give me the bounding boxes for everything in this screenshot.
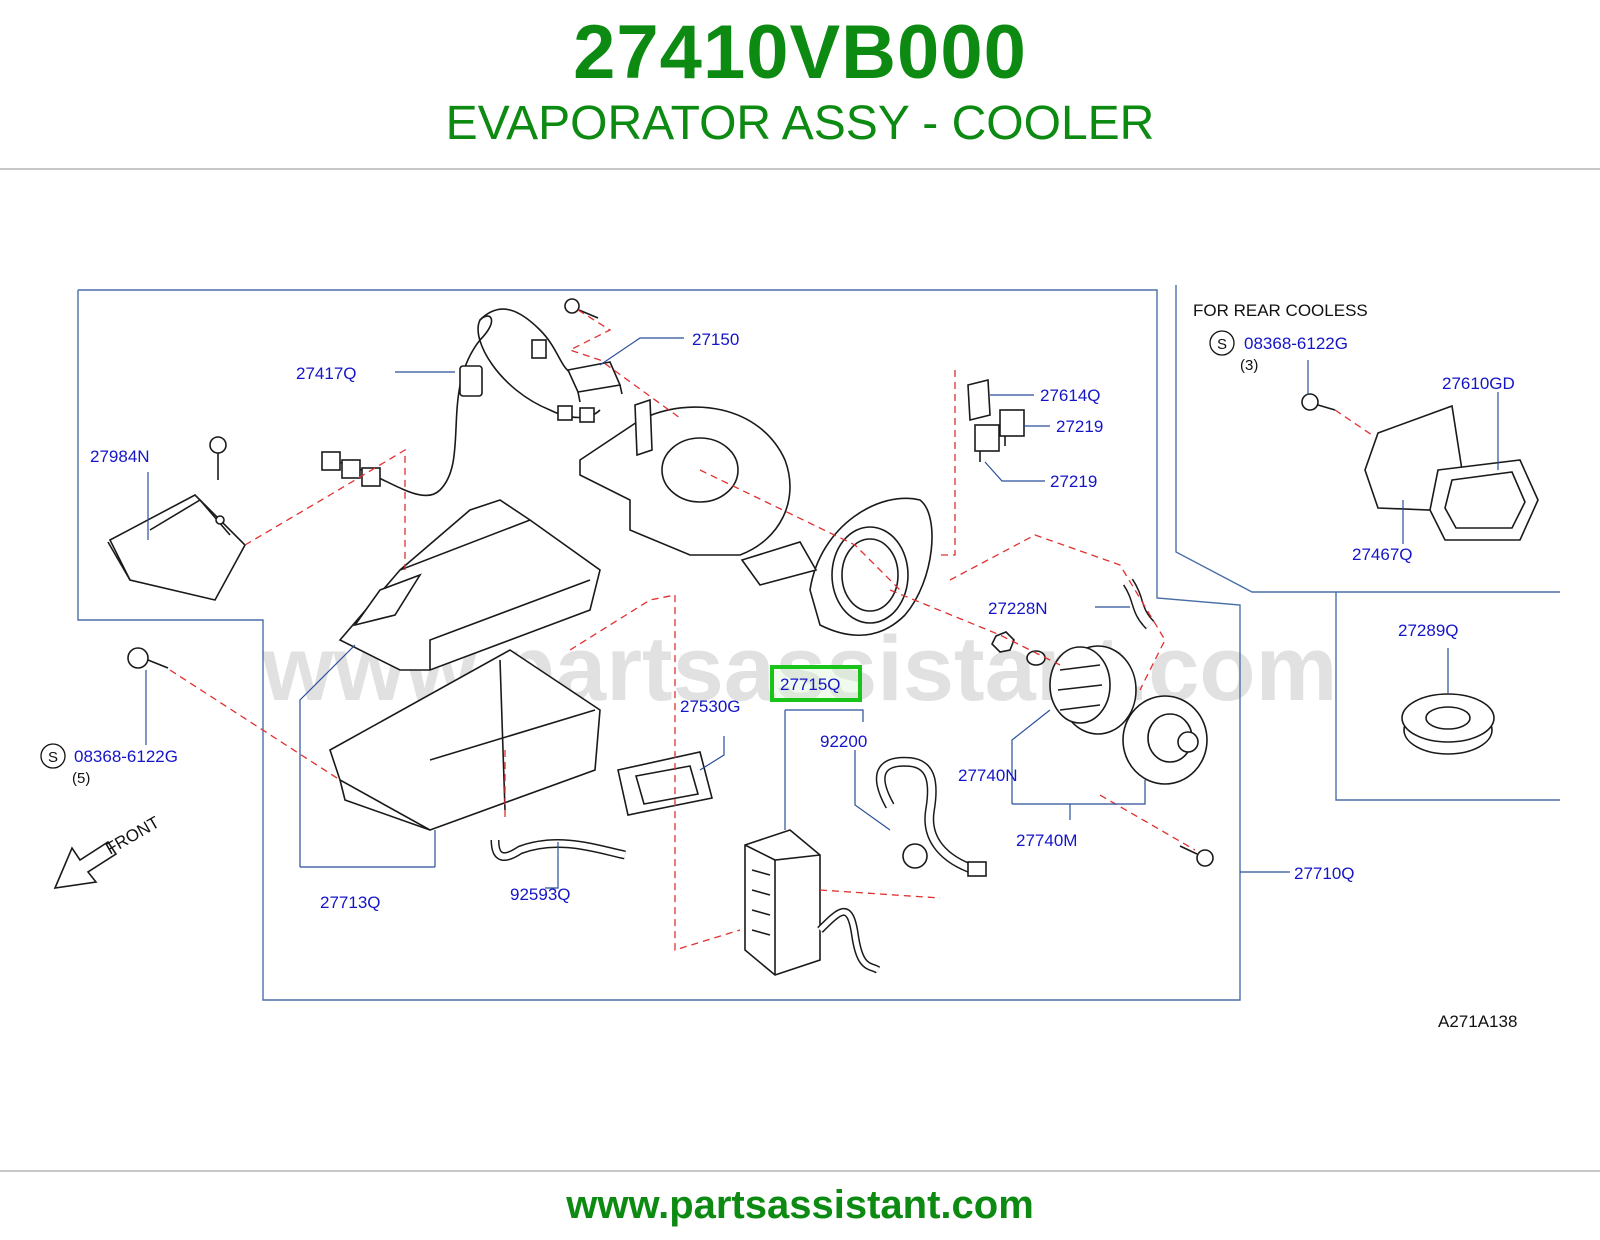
inset-title: FOR REAR COOLESS: [1193, 301, 1368, 320]
main-frame: [77, 289, 1241, 1001]
hose-part: [1122, 578, 1155, 630]
qty-inset: (3): [1240, 357, 1258, 374]
callout-27713q[interactable]: 27713Q: [320, 893, 381, 912]
nut-washer-part: [991, 631, 1046, 666]
header: 27410VB000 EVAPORATOR ASSY - COOLER: [0, 0, 1600, 168]
callout-27715q[interactable]: 27715Q: [780, 675, 841, 694]
screw-part: [209, 436, 227, 480]
figure-code: A271A138: [1438, 1012, 1517, 1031]
callout-27219-upper[interactable]: 27219: [1056, 417, 1103, 436]
top-screw-part: [564, 298, 599, 319]
fan-case-part: [740, 497, 933, 636]
callout-27150[interactable]: 27150: [692, 330, 739, 349]
callout-08368-left[interactable]: 08368-6122G: [74, 747, 178, 766]
highlight-box: [770, 665, 862, 702]
callout-27530g[interactable]: 27530G: [680, 697, 741, 716]
callouts: 27150 27417Q 27984N 27614Q 27219 27219 2…: [40, 301, 1517, 1031]
callout-27289q[interactable]: 27289Q: [1398, 621, 1459, 640]
plate-27530g-part: [617, 751, 713, 816]
blower-motor-part: [1122, 695, 1208, 785]
assembly-lines: [169, 309, 1373, 951]
s-marker-left: S: [48, 749, 58, 766]
leader-lines: [145, 337, 1499, 889]
front-arrow-icon: [53, 840, 118, 889]
seal-27610gd-part: [1429, 459, 1539, 541]
case-lower-part: [329, 649, 601, 831]
motor-screw-part: [1179, 845, 1214, 867]
part-title: EVAPORATOR ASSY - COOLER: [445, 97, 1155, 150]
callout-27610gd[interactable]: 27610GD: [1442, 374, 1515, 393]
drain-hose-part: [490, 839, 626, 861]
s-marker-inset-icon: [1209, 330, 1235, 356]
callout-27740m[interactable]: 27740M: [1016, 831, 1077, 850]
callout-27228n[interactable]: 27228N: [988, 599, 1048, 618]
callout-92200[interactable]: 92200: [820, 732, 867, 751]
callout-27614q[interactable]: 27614Q: [1040, 386, 1101, 405]
inset-frame-bottom: [1335, 592, 1560, 801]
callout-27740n[interactable]: 27740N: [958, 766, 1018, 785]
blower-housing-part: [579, 398, 791, 556]
s-marker-inset: S: [1217, 336, 1227, 353]
s-marker-icon: [40, 743, 66, 769]
inset-frame-top: [1175, 285, 1560, 593]
grommet-27289q-part: [1401, 693, 1495, 755]
relay-bracket-part: [967, 378, 1025, 462]
header-divider: [0, 168, 1600, 170]
callout-27417q[interactable]: 27417Q: [296, 364, 357, 383]
diagram-canvas: www.partsassistant.com: [40, 285, 1560, 1031]
duct-27984n-part: [107, 494, 246, 601]
footer-divider: [0, 1170, 1600, 1172]
callout-27219-lower[interactable]: 27219: [1050, 472, 1097, 491]
wiring-92200-part: [875, 756, 987, 877]
bolt-left-part: [127, 647, 169, 669]
front-label: FRONT: [103, 813, 163, 859]
evaporator-core-part: [744, 829, 881, 976]
footer-url[interactable]: www.partsassistant.com: [566, 1183, 1034, 1227]
callout-27984n[interactable]: 27984N: [90, 447, 150, 466]
callout-08368-inset[interactable]: 08368-6122G: [1244, 334, 1348, 353]
qty-left: (5): [72, 770, 90, 787]
parts-diagram: www.partsassistant.com: [0, 170, 1600, 1170]
case-upper-part: [338, 499, 601, 671]
connector-27150-part: [566, 361, 623, 403]
callout-92593q[interactable]: 92593Q: [510, 885, 571, 904]
callout-27467q[interactable]: 27467Q: [1352, 545, 1413, 564]
callout-27710q[interactable]: 27710Q: [1294, 864, 1355, 883]
harness-27417q-part: [321, 308, 601, 497]
bolt-inset-part: [1301, 393, 1336, 411]
part-number: 27410VB000: [573, 10, 1027, 95]
fan-wheel-part: [1049, 645, 1137, 735]
